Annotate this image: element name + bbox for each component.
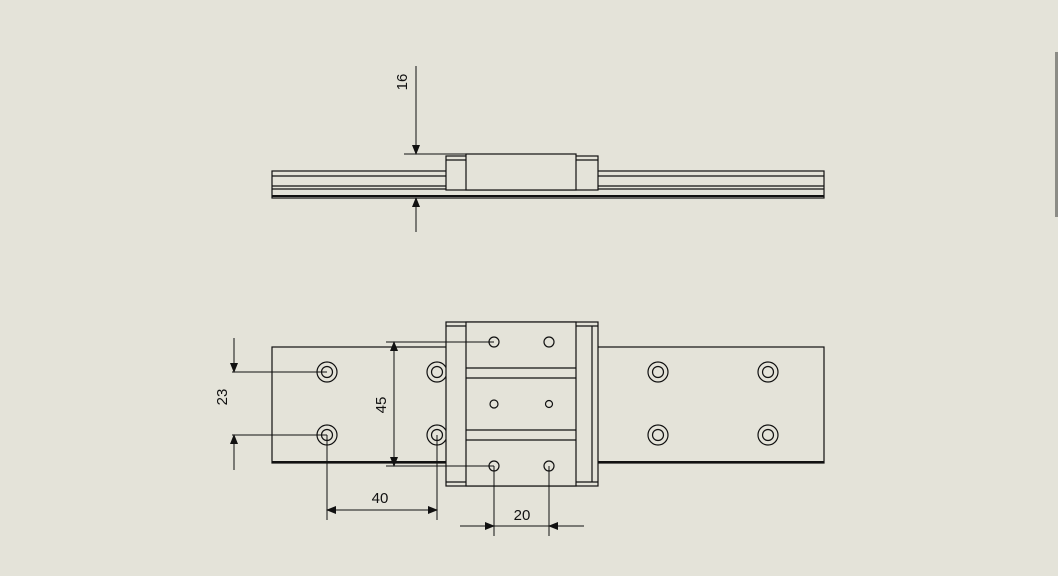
carriage-side-profile xyxy=(445,153,599,191)
dimension-label-rail-hole-pitch: 40 xyxy=(372,490,389,507)
dimension-carriage-horizontal-spacing xyxy=(460,466,584,536)
rail-hole xyxy=(647,361,669,383)
carriage-hole xyxy=(544,399,554,409)
side-view xyxy=(271,153,825,199)
rail-hole xyxy=(426,361,448,383)
carriage-hole xyxy=(489,399,499,409)
carriage-hole xyxy=(543,336,555,348)
dimension-label-carriage-horizontal-spacing: 20 xyxy=(514,507,531,524)
dimension-label-carriage-vertical-spacing: 45 xyxy=(373,397,390,414)
dimension-label-rail-height: 16 xyxy=(394,74,411,91)
dimension-hole-row-spacing xyxy=(230,338,327,470)
rail-hole xyxy=(757,361,779,383)
rail-hole xyxy=(757,424,779,446)
dimension-rail-height xyxy=(404,66,470,232)
dimension-carriage-vertical-spacing xyxy=(386,341,494,467)
dimension-rail-hole-pitch xyxy=(326,435,438,520)
dimension-label-hole-row-spacing: 23 xyxy=(214,389,231,406)
rail-hole xyxy=(647,424,669,446)
top-view xyxy=(271,321,825,487)
sheet-edge-indicator xyxy=(1055,52,1058,217)
carriage-plan xyxy=(445,321,599,487)
